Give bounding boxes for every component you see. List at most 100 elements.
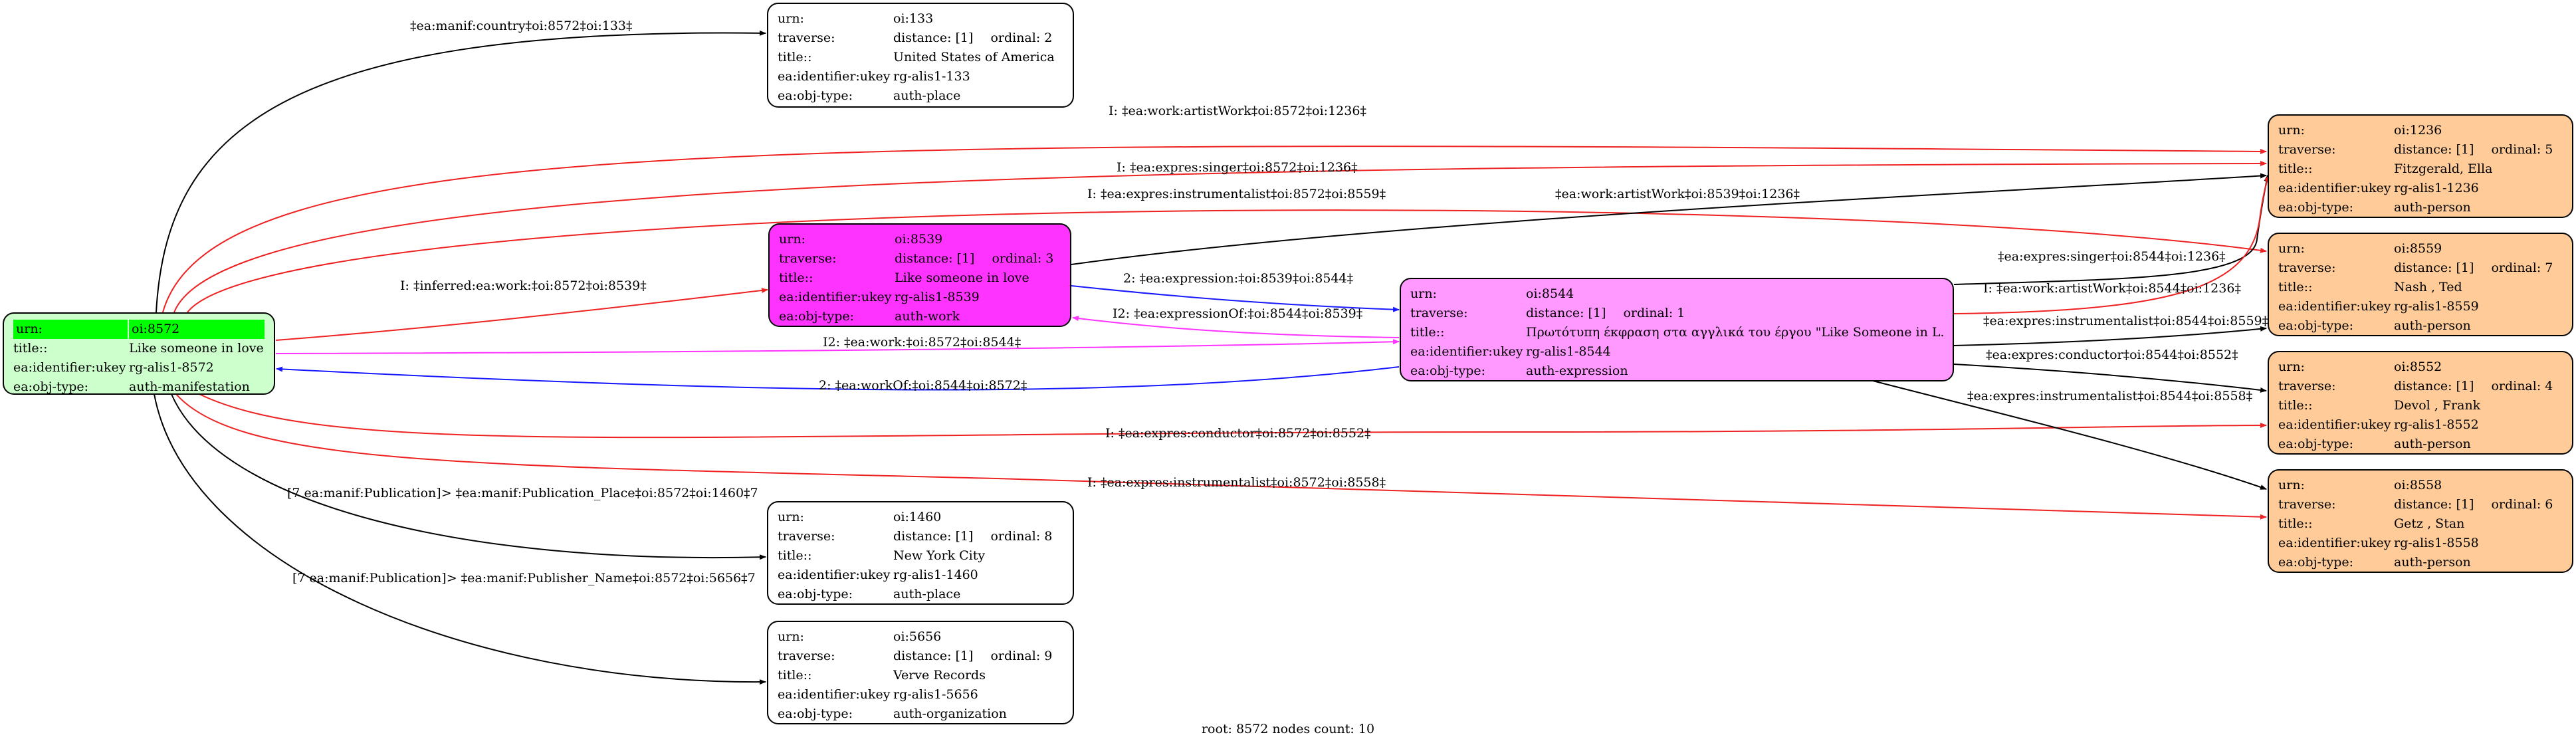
- node-row: title::Devol , Frank: [2278, 396, 2563, 415]
- node-row: traverse:distance: [1]ordinal: 6: [2278, 495, 2563, 514]
- node-key: urn:: [778, 629, 804, 644]
- node-8559[interactable]: urn:oi:8559 traverse:distance: [1]ordina…: [2268, 233, 2573, 336]
- node-133[interactable]: urn:oi:133 traverse:distance: [1]ordinal…: [767, 3, 1074, 108]
- node-row: urn:oi:5656: [778, 627, 1063, 647]
- node-value: rg-alis1-5656: [893, 687, 978, 702]
- node-value: oi:8559: [2394, 241, 2442, 256]
- node-row: ea:obj-type:auth-person: [2278, 435, 2563, 454]
- node-row: urn:oi:8552: [2278, 358, 2563, 377]
- node-8572[interactable]: urn:oi:8572 title::Like someone in love …: [3, 312, 275, 395]
- node-row: urn:oi:8572: [13, 320, 265, 339]
- node-value: rg-alis1-8559: [2394, 299, 2479, 314]
- node-row: ea:obj-type:auth-work: [779, 307, 1061, 326]
- edge-artistwork-8544-1236: [1953, 175, 2270, 314]
- node-key: ea:identifier:ukey: [779, 290, 892, 304]
- traverse-distance: distance: [1]: [2394, 379, 2474, 393]
- edge-label: I2: ‡ea:expressionOf:‡oi:8544‡oi:8539‡: [1113, 306, 1362, 321]
- node-key: urn:: [778, 510, 804, 524]
- node-value: rg-alis1-1460: [893, 568, 978, 582]
- node-1236[interactable]: urn:oi:1236 traverse:distance: [1]ordina…: [2268, 114, 2573, 218]
- edge-instrumentalist-8572-8559: [187, 209, 2267, 313]
- traverse-ordinal: ordinal: 9: [990, 649, 1053, 663]
- node-value: auth-place: [893, 88, 961, 103]
- node-row: title::New York City: [778, 546, 1063, 566]
- edge-label: ‡ea:expres:singer‡oi:8544‡oi:1236‡: [1998, 249, 2226, 264]
- node-row: traverse:distance: [1]ordinal: 8: [778, 527, 1063, 546]
- node-row: title::Like someone in love: [779, 268, 1061, 288]
- node-8558[interactable]: urn:oi:8558 traverse:distance: [1]ordina…: [2268, 469, 2573, 573]
- node-row: urn:oi:1460: [778, 508, 1063, 527]
- node-value: Fitzgerald, Ella: [2394, 161, 2493, 176]
- node-key: ea:identifier:ukey: [2278, 181, 2391, 195]
- node-value: oi:8558: [2394, 478, 2442, 492]
- node-row: ea:obj-type: auth-place: [778, 585, 1063, 604]
- node-key: title::: [1410, 325, 1445, 340]
- edge-conductor-8572-8552: [199, 393, 2267, 439]
- node-key: traverse:: [778, 649, 835, 663]
- node-key: ea:identifier:ukey: [2278, 536, 2391, 550]
- node-value: Getz , Stan: [2394, 516, 2465, 531]
- traverse-ordinal: ordinal: 5: [2491, 142, 2553, 157]
- edge-label: 2: ‡ea:workOf:‡oi:8544‡oi:8572‡: [819, 378, 1027, 393]
- traverse-distance: distance: [1]: [893, 31, 974, 45]
- node-key: traverse:: [1410, 306, 1468, 320]
- node-8539[interactable]: urn:oi:8539 traverse:distance: [1]ordina…: [768, 223, 1071, 327]
- node-key: ea:obj-type:: [778, 587, 853, 601]
- node-key: ea:obj-type:: [2278, 555, 2354, 570]
- node-1460[interactable]: urn:oi:1460 traverse:distance: [1]ordina…: [767, 501, 1074, 605]
- edge-expression: [1071, 285, 1400, 312]
- edge-publication-place: [171, 393, 766, 560]
- node-8552[interactable]: urn:oi:8552 traverse:distance: [1]ordina…: [2268, 351, 2573, 455]
- edge-label: I2: ‡ea:work:‡oi:8572‡oi:8544‡: [823, 335, 1021, 350]
- node-value: oi:133: [893, 11, 934, 26]
- node-value: Like someone in love: [129, 341, 264, 356]
- edge-label: ‡ea:expres:instrumentalist‡oi:8544‡oi:85…: [1967, 389, 2252, 403]
- node-value: distance: [1]ordinal: 1: [1526, 304, 1943, 323]
- edge-label: I: ‡ea:expres:instrumentalist‡oi:8572‡oi…: [1087, 475, 1386, 490]
- node-row: ea:obj-type:auth-place: [778, 86, 1063, 106]
- node-5656[interactable]: urn:oi:5656 traverse:distance: [1]ordina…: [767, 621, 1074, 724]
- node-key: ea:obj-type:: [1410, 364, 1486, 378]
- traverse-distance: distance: [1]: [893, 529, 974, 544]
- node-value: auth-person: [2394, 555, 2471, 570]
- node-key: title::: [778, 548, 812, 563]
- node-row: urn:oi:8558: [2278, 476, 2563, 495]
- node-value: auth-manifestation: [129, 379, 250, 394]
- node-row: title::Verve Records: [778, 666, 1063, 685]
- node-row: traverse:distance: [1]ordinal: 4: [2278, 377, 2563, 396]
- node-key: ea:identifier:ukey: [778, 69, 891, 84]
- node-row: urn:oi:8544: [1410, 284, 1943, 304]
- node-key: ea:identifier:ukey: [2278, 299, 2391, 314]
- edge-label: ‡ea:work:artistWork‡oi:8539‡oi:1236‡: [1555, 187, 1800, 201]
- node-key: title::: [2278, 516, 2313, 531]
- node-8544[interactable]: urn:oi:8544 traverse: distance: [1]ordina…: [1400, 278, 1954, 381]
- node-key: title::: [779, 270, 813, 285]
- node-value: auth-organization: [893, 706, 1007, 721]
- node-value: Like someone in love: [895, 270, 1029, 285]
- node-key: urn:: [13, 320, 128, 339]
- node-key: ea:obj-type:: [2278, 437, 2354, 451]
- node-value: distance: [1]ordinal: 5: [2394, 140, 2563, 160]
- node-value: auth-place: [893, 587, 961, 601]
- node-value: New York City: [893, 548, 986, 563]
- node-value: distance: [1]ordinal: 3: [895, 249, 1061, 268]
- node-key: urn:: [779, 232, 805, 247]
- node-key: title::: [2278, 280, 2313, 294]
- node-key: urn:: [2278, 123, 2305, 138]
- node-row: traverse: distance: [1]ordinal: 1: [1410, 304, 1943, 323]
- node-value: rg-alis1-8572: [129, 360, 214, 375]
- node-key: urn:: [778, 11, 804, 26]
- node-key: urn:: [2278, 360, 2305, 374]
- node-value: auth-person: [2394, 200, 2471, 215]
- edge-label: I: ‡inferred:ea:work:‡oi:8572‡oi:8539‡: [400, 278, 647, 293]
- edge-label: I: ‡ea:expres:conductor‡oi:8572‡oi:8552‡: [1105, 426, 1371, 441]
- edge-label: ‡ea:expres:conductor‡oi:8544‡oi:8552‡: [1986, 348, 2238, 362]
- edge-instrumentalist-8544-8559: [1953, 326, 2267, 346]
- node-key: traverse:: [2278, 497, 2336, 512]
